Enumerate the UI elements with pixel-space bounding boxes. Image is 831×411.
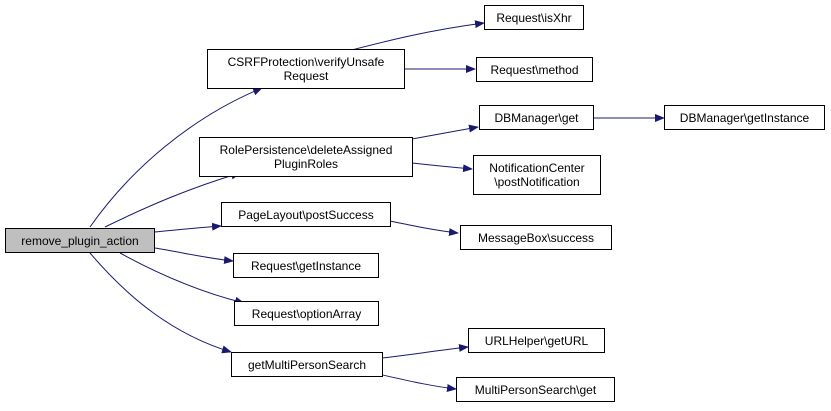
edge-role-dbget bbox=[411, 124, 479, 140]
edge-getmulti-urlhelper bbox=[381, 343, 469, 359]
node-request-optionarray[interactable]: Request\optionArray bbox=[234, 301, 379, 326]
edge-root-pagelayout bbox=[154, 222, 222, 233]
node-label: DBManager\getInstance bbox=[679, 110, 810, 125]
node-label: URLHelper\getURL bbox=[484, 333, 589, 348]
node-label: MultiPersonSearch\get bbox=[474, 382, 597, 397]
node-urlhelper-geturl[interactable]: URLHelper\getURL bbox=[468, 328, 605, 353]
node-label: MessageBox\success bbox=[477, 230, 595, 245]
edge-getmulti-mpsget bbox=[377, 373, 457, 392]
edge-root-getmulti bbox=[89, 252, 232, 354]
node-label: PageLayout\postSuccess bbox=[238, 207, 374, 222]
node-label: Request\isXhr bbox=[496, 10, 572, 25]
node-notificationcenter-postnotification[interactable]: NotificationCenter \postNotification bbox=[473, 155, 601, 195]
node-request-getinstance[interactable]: Request\getInstance bbox=[233, 253, 379, 278]
node-getmultipersonsearch[interactable]: getMultiPersonSearch bbox=[231, 352, 383, 377]
node-dbmanager-getinstance[interactable]: DBManager\getInstance bbox=[664, 105, 825, 130]
node-dbmanager-get[interactable]: DBManager\get bbox=[479, 105, 594, 130]
node-request-isxhr[interactable]: Request\isXhr bbox=[484, 5, 584, 30]
node-messagebox-success[interactable]: MessageBox\success bbox=[460, 225, 612, 250]
edge-root-req-optionarray bbox=[119, 252, 245, 305]
node-label: Request\getInstance bbox=[250, 258, 362, 273]
node-pagelayout-postsuccess[interactable]: PageLayout\postSuccess bbox=[221, 202, 391, 227]
node-label: RolePersistence\deleteAssigned PluginRol… bbox=[219, 143, 393, 171]
edge-role-notif bbox=[411, 162, 473, 173]
node-role-delete-assigned[interactable]: RolePersistence\deleteAssigned PluginRol… bbox=[199, 137, 413, 177]
node-label: NotificationCenter \postNotification bbox=[489, 161, 585, 189]
node-label: Request\method bbox=[490, 62, 579, 77]
node-remove-plugin-action: remove_plugin_action bbox=[5, 228, 155, 253]
edge-root-role bbox=[104, 171, 241, 228]
edge-root-csrf bbox=[89, 87, 263, 228]
node-label: CSRFProtection\verifyUnsafe Request bbox=[227, 55, 385, 83]
node-request-method[interactable]: Request\method bbox=[476, 57, 593, 82]
node-label: remove_plugin_action bbox=[21, 233, 139, 248]
edge-pagelayout-msgbox bbox=[389, 220, 459, 237]
node-csrf-verify-unsafe-request[interactable]: CSRFProtection\verifyUnsafe Request bbox=[207, 49, 405, 89]
edge-csrf-isxhr bbox=[339, 20, 485, 54]
edge-root-req-getinstance bbox=[154, 247, 234, 265]
node-label: getMultiPersonSearch bbox=[247, 357, 367, 372]
node-label: DBManager\get bbox=[494, 110, 579, 125]
node-multipersonsearch-get[interactable]: MultiPersonSearch\get bbox=[456, 377, 615, 402]
node-label: Request\optionArray bbox=[251, 306, 362, 321]
